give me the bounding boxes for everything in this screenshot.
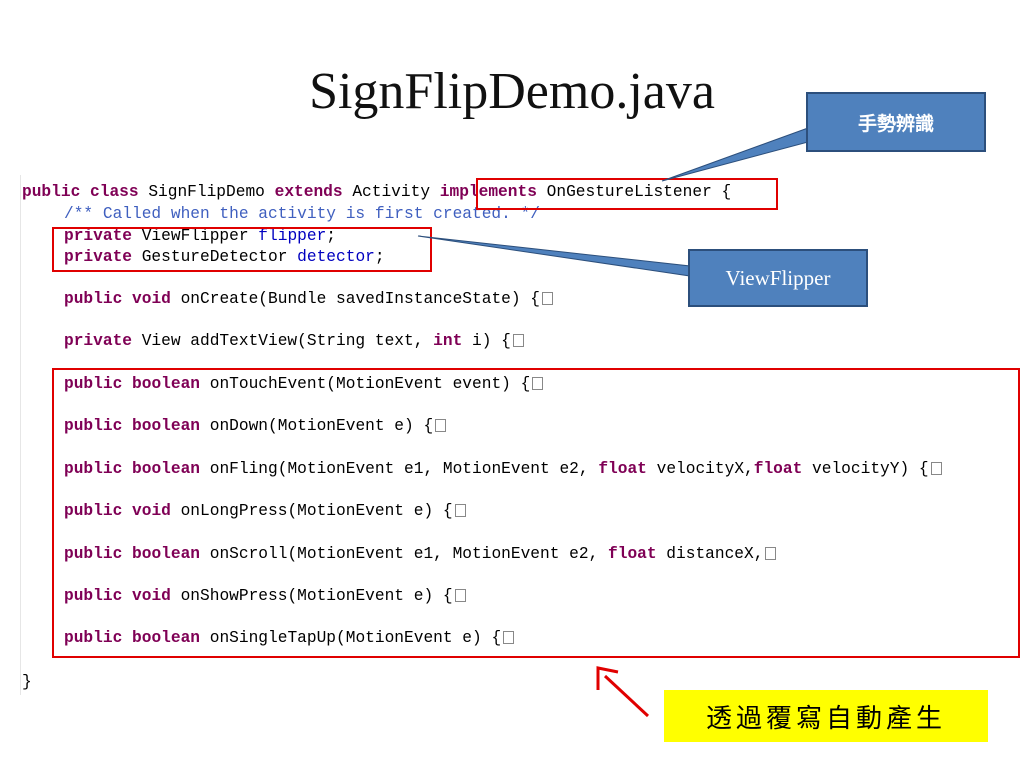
editor-gutter-line xyxy=(20,175,21,695)
method-oncreate: public void onCreate(Bundle savedInstanc… xyxy=(22,289,554,309)
fold-toggle-icon[interactable] xyxy=(454,504,466,517)
method-onlongpress: public void onLongPress(MotionEvent e) { xyxy=(22,501,466,521)
method-addtextview: private View addTextView(String text, in… xyxy=(22,331,524,351)
fold-toggle-icon[interactable] xyxy=(454,589,466,602)
class-closing-brace: } xyxy=(22,673,32,691)
gesture-callout-pointer xyxy=(661,127,809,182)
fields-highlight-box xyxy=(52,227,432,272)
fold-toggle-icon[interactable] xyxy=(542,292,554,305)
fold-toggle-icon[interactable] xyxy=(930,462,942,475)
field-flipper: private ViewFlipper flipper; xyxy=(64,227,337,245)
fold-toggle-icon[interactable] xyxy=(512,334,524,347)
slide-title: SignFlipDemo.java xyxy=(309,63,715,120)
method-ontouchevent: public boolean onTouchEvent(MotionEvent … xyxy=(22,374,544,394)
method-onshowpress: public void onShowPress(MotionEvent e) { xyxy=(22,586,466,606)
method-onscroll: public boolean onScroll(MotionEvent e1, … xyxy=(22,544,777,564)
doc-comment: /** Called when the activity is first cr… xyxy=(64,205,540,223)
override-arrow-shaft xyxy=(603,674,650,718)
field-detector: private GestureDetector detector; xyxy=(64,248,385,266)
override-note: 透過覆寫自動產生 xyxy=(664,690,988,742)
viewflipper-callout-pointer xyxy=(417,235,691,277)
methods-highlight-box xyxy=(52,368,1020,658)
override-arrow-head-icon xyxy=(596,666,619,690)
method-onsingletapup: public boolean onSingleTapUp(MotionEvent… xyxy=(22,628,515,648)
method-ondown: public boolean onDown(MotionEvent e) { xyxy=(22,416,447,436)
method-onfling: public boolean onFling(MotionEvent e1, M… xyxy=(22,459,942,479)
implements-highlight-box xyxy=(476,178,778,210)
class-declaration: public class SignFlipDemo extends Activi… xyxy=(22,183,732,201)
fold-toggle-icon[interactable] xyxy=(765,547,777,560)
viewflipper-callout: ViewFlipper xyxy=(688,249,868,307)
fold-toggle-icon[interactable] xyxy=(435,419,447,432)
fold-toggle-icon[interactable] xyxy=(532,377,544,390)
gesture-recognition-callout: 手勢辨識 xyxy=(806,92,986,152)
fold-toggle-icon[interactable] xyxy=(503,631,515,644)
